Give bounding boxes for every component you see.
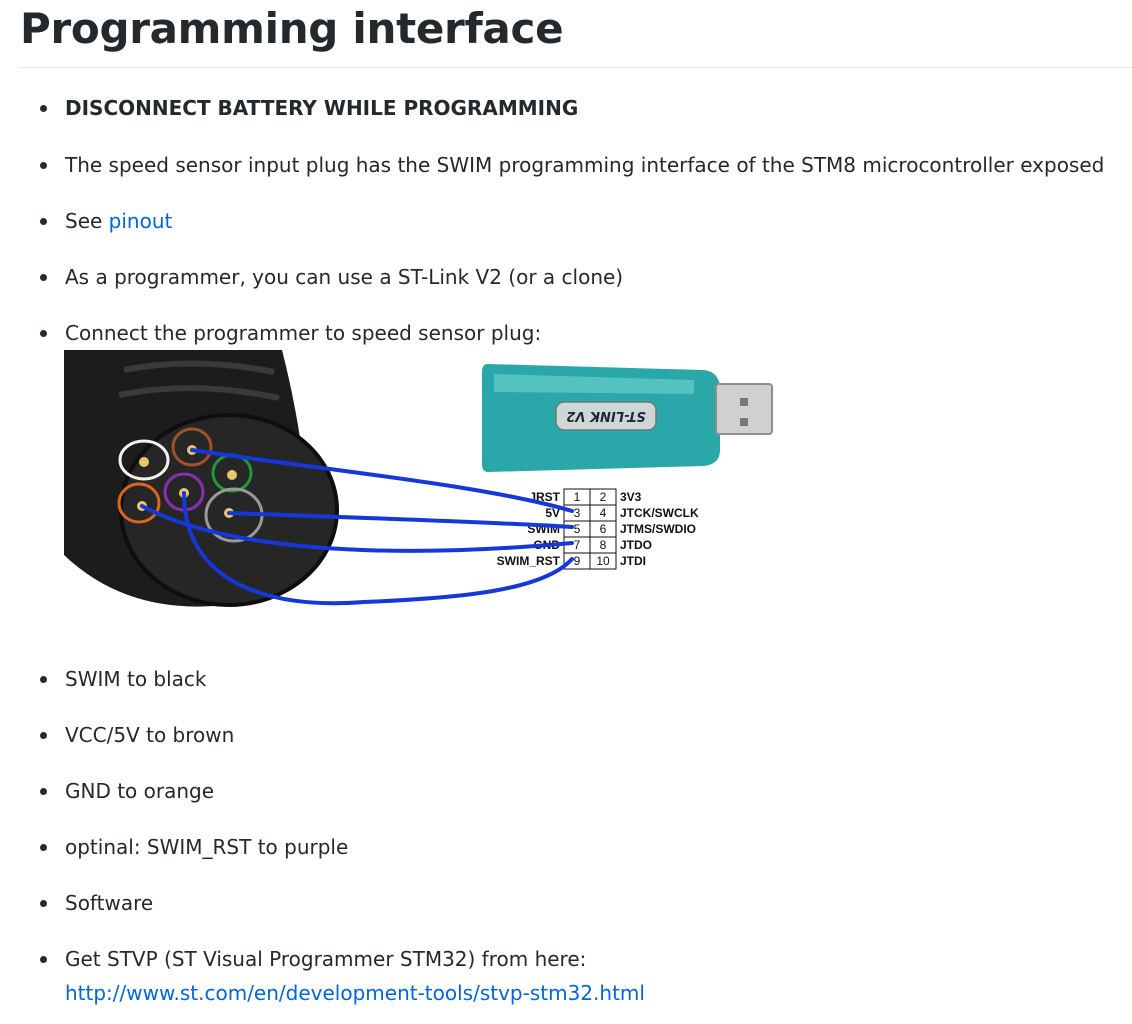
pin-number: 7 <box>574 538 581 552</box>
dongle-label: ST-LINK V2 <box>566 408 645 423</box>
wire-black-to-swim <box>227 511 574 529</box>
pin-right-label: JTCK/SWCLK <box>620 506 699 520</box>
bullet <box>40 844 47 851</box>
stvp-download-link[interactable]: http://www.st.com/en/development-tools/s… <box>65 981 645 1005</box>
wires <box>140 448 574 606</box>
pin-right-label: JTDI <box>620 554 646 568</box>
usb-contact <box>740 418 748 426</box>
bullet <box>40 900 47 907</box>
bullet <box>40 956 47 963</box>
pin-left-label: SWIM_RST <box>497 554 561 568</box>
pin-number: 5 <box>574 522 581 536</box>
pin-right-label: 3V3 <box>620 490 642 504</box>
pin-number: 3 <box>574 506 581 520</box>
list-item-text: GND to orange <box>65 779 215 803</box>
pin-ring-orange <box>117 482 161 524</box>
pin-number: 10 <box>596 554 610 568</box>
pin-number: 6 <box>600 522 607 536</box>
pin-number: 4 <box>600 506 607 520</box>
usb-contact <box>740 398 748 406</box>
pin-green <box>227 470 237 480</box>
pin-ring-brown <box>171 427 213 467</box>
pin-number: 9 <box>574 554 581 568</box>
dongle-highlight <box>494 374 694 394</box>
page-title: Programming interface <box>20 4 564 53</box>
list-item-text: optinal: SWIM_RST to purple <box>65 835 349 859</box>
bullet <box>40 274 47 281</box>
list-item-text: Get STVP (ST Visual Programmer STM32) fr… <box>65 947 587 971</box>
pin-number: 2 <box>600 490 607 504</box>
bullet <box>40 330 47 337</box>
pin-number: 1 <box>574 490 581 504</box>
pin-right-label: JTMS/SWDIO <box>620 522 696 536</box>
bullet <box>40 218 47 225</box>
list-item-text: See pinout <box>65 206 172 236</box>
pinout-link[interactable]: pinout <box>108 209 173 233</box>
dongle-label-plate <box>555 401 657 431</box>
pin-header-table: JRST 1 2 3V3 5V 3 4 JTCK/SWCLK SWIM 5 6 … <box>497 488 699 570</box>
pin-ring-white <box>118 439 170 481</box>
bullet <box>40 732 47 739</box>
list-item-text: VCC/5V to brown <box>65 723 235 747</box>
list-item-text: The speed sensor input plug has the SWIM… <box>65 153 1105 177</box>
bullet <box>40 676 47 683</box>
pin-white <box>139 457 149 467</box>
st-link-dongle-icon: ST-LINK V2 <box>482 364 773 472</box>
wire-brown-to-5v <box>190 448 574 513</box>
pin-number: 8 <box>600 538 607 552</box>
heading-divider <box>20 67 1132 68</box>
warning-text: DISCONNECT BATTERY WHILE PROGRAMMING <box>65 96 579 120</box>
connector-plug-icon <box>64 350 339 607</box>
list-item-text: Connect the programmer to speed sensor p… <box>65 321 542 345</box>
list-item-text: SWIM to black <box>65 667 207 691</box>
bullet <box>40 162 47 169</box>
bullet <box>40 788 47 795</box>
bullet <box>40 105 47 112</box>
usb-plug <box>715 383 773 435</box>
wire-orange-to-gnd <box>140 504 574 553</box>
wiring-diagram: ST-LINK V2 JRST 1 2 3V3 5V 3 4 JTCK/SWCL… <box>64 350 773 607</box>
list-item-text: As a programmer, you can use a ST-Link V… <box>65 265 624 289</box>
wire-purple-to-swim-rst <box>182 491 574 606</box>
pin-right-label: JTDO <box>620 538 652 552</box>
pin-left-label: 5V <box>545 506 560 520</box>
list-item-text: Software <box>65 891 154 915</box>
connector-ridges <box>118 360 280 401</box>
see-prefix: See <box>65 209 109 233</box>
